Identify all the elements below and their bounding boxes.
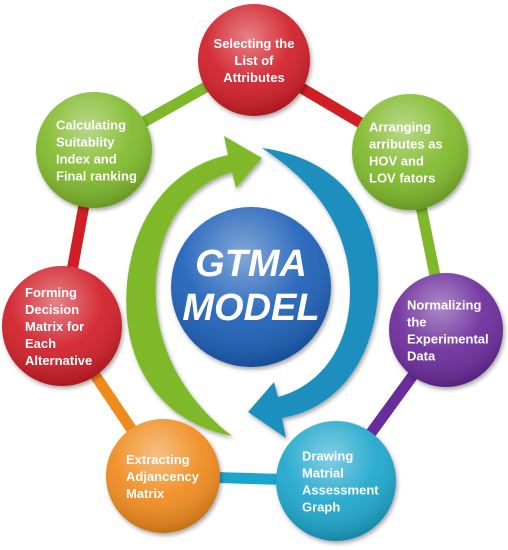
node-forming-matrix-label-line: Each [25, 336, 56, 351]
node-arranging-attributes-label-line: Arranging [369, 120, 431, 135]
node-forming-matrix-label-line: Decision [25, 302, 79, 317]
node-extracting-matrix-label-line: Extracting [126, 452, 190, 467]
node-extracting-matrix-label-line: Matrix [126, 486, 165, 501]
node-arranging-attributes-highlight [352, 94, 468, 210]
center-circle: GTMA MODEL [171, 207, 331, 367]
node-selecting-attributes-label-line: Selecting the [214, 36, 295, 51]
node-calculating-index-label-line: Final ranking [56, 169, 137, 184]
center-title-line-2: MODEL [182, 287, 319, 329]
center-title-line-1: GTMA [195, 243, 307, 285]
node-drawing-graph-highlight [276, 421, 396, 541]
node-arranging-attributes-label-line: arributes as [369, 137, 443, 152]
node-arranging-attributes-label-line: LOV fators [369, 171, 435, 186]
node-arranging-attributes-label-line: HOV and [369, 154, 424, 169]
green-cycle-arrow-icon [126, 136, 262, 436]
node-calculating-index-label-line: Calculating [56, 118, 126, 133]
node-normalizing-data-label-line: Normalizing [407, 298, 481, 313]
node-extracting-matrix-highlight [106, 419, 220, 533]
node-drawing-graph-label-line: Matrial [302, 466, 344, 481]
node-normalizing-data-highlight [389, 273, 503, 387]
node-selecting-attributes-label-line: Attributes [223, 70, 284, 85]
node-normalizing-data-label-line: the [407, 315, 427, 330]
node-normalizing-data-label-line: Data [407, 349, 436, 364]
node-drawing-graph-label-line: Assessment [302, 483, 379, 498]
node-drawing-graph-label-line: Drawing [302, 449, 353, 464]
blue-cycle-arrow-icon [248, 148, 379, 438]
inner-cycle-arrows [126, 136, 379, 438]
node-selecting-attributes-label-line: List of [235, 53, 275, 68]
node-forming-matrix-label-line: Forming [25, 285, 77, 300]
node-calculating-index-label-line: Index and [56, 152, 117, 167]
node-drawing-graph-label-line: Graph [302, 500, 340, 515]
node-calculating-index-label-line: Suitablity [56, 135, 115, 150]
node-forming-matrix-label-line: Alternative [25, 353, 92, 368]
node-calculating-index-highlight [36, 92, 152, 208]
node-forming-matrix-label-line: Matrix for [25, 319, 84, 334]
node-forming-matrix-highlight [2, 266, 122, 386]
node-extracting-matrix-label-line: Adjancency [126, 469, 200, 484]
node-normalizing-data-label-line: Experimental [407, 332, 489, 347]
node-selecting-attributes-highlight [198, 4, 310, 116]
